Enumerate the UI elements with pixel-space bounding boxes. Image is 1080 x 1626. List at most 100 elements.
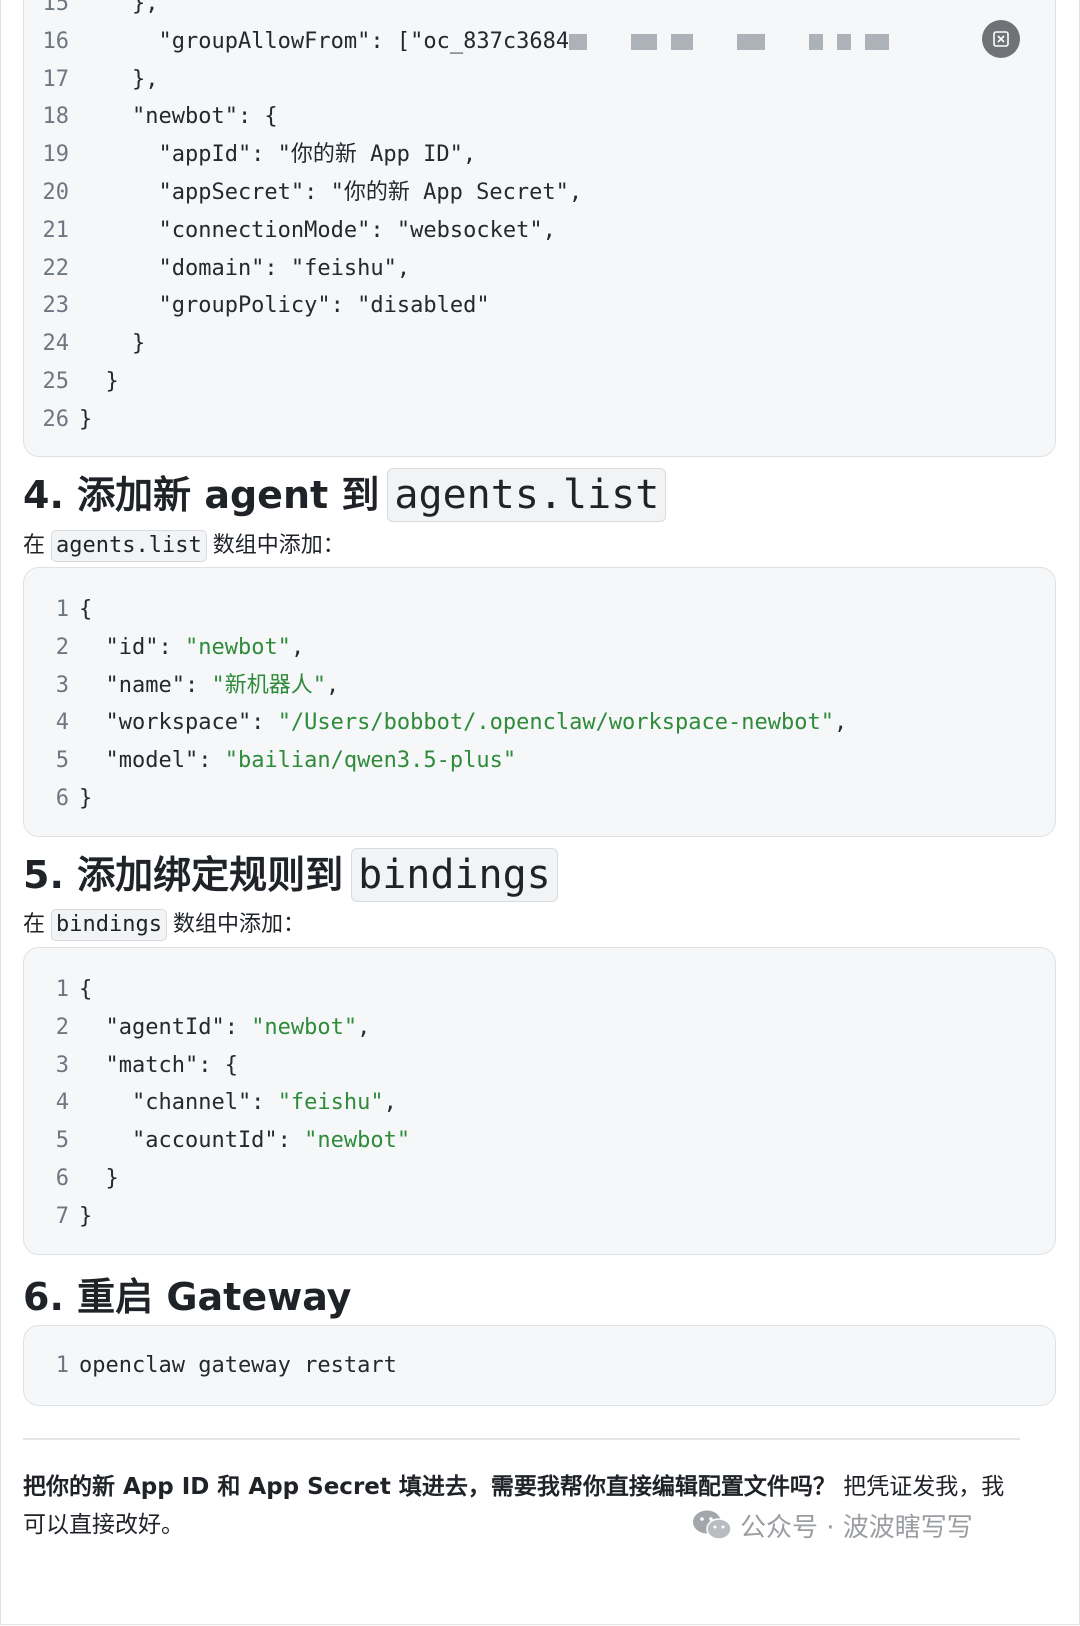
line-number: 5: [55, 748, 69, 774]
code-line: 6}: [24, 779, 93, 818]
section-4-heading-text: 4. 添加新 agent 到: [23, 473, 380, 517]
line-number: 24: [42, 331, 70, 357]
redacted-block: [865, 33, 890, 50]
code-string: "feishu": [277, 1090, 384, 1116]
code-text: }: [79, 331, 146, 357]
section-4-para-suffix: 数组中添加：: [212, 533, 345, 558]
code-punct: ,: [290, 634, 305, 660]
code-string: "newbot": [251, 1014, 358, 1040]
code-text: "appId": "你的新 App ID",: [79, 142, 477, 168]
code-text: "agentId":: [79, 1014, 252, 1040]
code-text: "workspace":: [79, 710, 278, 736]
code-line: 22 "domain": "feishu",: [24, 249, 411, 288]
code-text: }: [79, 786, 93, 811]
code-line: 21 "connectionMode": "websocket",: [24, 211, 556, 250]
line-number: 7: [55, 1203, 69, 1229]
line-number: 20: [42, 180, 70, 205]
code-line: 4 "channel": "feishu",: [24, 1083, 397, 1122]
line-number: 4: [55, 1090, 69, 1116]
redacted-block: [671, 33, 694, 50]
code-text: "model":: [79, 748, 225, 774]
code-text: }: [79, 1166, 119, 1191]
section-5-heading-code: bindings: [351, 848, 558, 902]
code-text: },: [79, 66, 159, 92]
code-text: "name":: [79, 672, 212, 698]
code-text: "connectionMode": "websocket",: [79, 217, 556, 243]
section-6-heading-text: 6. 重启 Gateway: [23, 1275, 352, 1319]
line-number: 18: [42, 104, 70, 130]
code-line: 7}: [24, 1197, 93, 1236]
line-number: 22: [42, 255, 70, 281]
code-line: 17 },: [24, 60, 159, 99]
footer-bold-text: 把你的新 App ID 和 App Secret 填进去，需要我帮你直接编辑配置…: [23, 1474, 836, 1500]
code-line: 5 "accountId": "newbot": [24, 1121, 410, 1160]
code-line: 2 "id": "newbot",: [24, 628, 304, 667]
code-line: 15 },: [24, 0, 159, 23]
redacted-block: [737, 33, 766, 50]
code-string: "newbot": [304, 1128, 411, 1154]
code-text: }: [79, 406, 93, 432]
code-line: 6 }: [24, 1159, 119, 1198]
code-line: 23 "groupPolicy": "disabled": [24, 286, 490, 325]
section-5-para-code: bindings: [51, 909, 167, 941]
line-number: 3: [55, 672, 69, 698]
code-text: "newbot": {: [79, 104, 278, 130]
code-text: "groupAllowFrom": ["oc_837c3684: [79, 28, 570, 54]
redacted-block: [631, 33, 658, 50]
section-5-para-suffix: 数组中添加：: [172, 912, 305, 937]
wechat-icon: [693, 1510, 732, 1540]
code-text: }: [79, 369, 119, 394]
code-line: 25 }: [24, 362, 119, 401]
code-punct: ,: [357, 1014, 371, 1040]
code-punct: ,: [383, 1090, 397, 1116]
section-5-heading-text: 5. 添加绑定规则到: [23, 853, 344, 897]
code-string: "/Users/bobbot/.openclaw/workspace-newbo…: [277, 710, 834, 736]
code-string: "bailian/qwen3.5-plus": [224, 748, 517, 774]
line-number: 2: [55, 634, 69, 660]
code-line: 19 "appId": "你的新 App ID",: [24, 135, 477, 174]
line-number: 5: [55, 1128, 69, 1154]
code-block-binding: 1{2 "agentId": "newbot",3 "match": {4 "c…: [23, 947, 1056, 1255]
code-punct: ,: [833, 710, 848, 736]
divider: [23, 1438, 1020, 1440]
code-text: "domain": "feishu",: [79, 255, 411, 281]
close-button[interactable]: [982, 20, 1020, 58]
section-4-para-code: agents.list: [51, 530, 207, 562]
code-text: "channel":: [79, 1090, 278, 1116]
code-line: 3 "match": {: [24, 1046, 238, 1085]
line-number: 1: [55, 977, 69, 1002]
code-text: openclaw gateway restart: [79, 1353, 397, 1378]
code-line: 24 }: [24, 324, 146, 363]
code-text: {: [79, 597, 93, 622]
code-line: 1{: [24, 970, 93, 1009]
line-number: 3: [55, 1052, 69, 1078]
code-string: "新机器人": [211, 672, 326, 698]
code-text: }: [79, 1203, 93, 1229]
code-text: "id":: [79, 634, 185, 660]
watermark-text: 公众号 · 波波瞎写写: [740, 1512, 973, 1543]
line-number: 21: [42, 217, 70, 243]
line-number: 6: [55, 786, 69, 811]
line-number: 16: [42, 28, 70, 54]
code-line: 2 "agentId": "newbot",: [24, 1008, 371, 1047]
line-number: 15: [42, 0, 70, 16]
code-line: 18 "newbot": {: [24, 97, 278, 136]
section-4-para-prefix: 在: [23, 533, 46, 558]
code-line: 26}: [24, 400, 93, 439]
section-5-para-prefix: 在: [23, 912, 46, 937]
section-4-heading-code: agents.list: [387, 468, 667, 522]
line-number: 4: [55, 710, 69, 736]
line-number: 6: [55, 1166, 69, 1191]
redacted-block: [837, 33, 852, 50]
line-number: 17: [42, 66, 70, 92]
code-block-agent: 1{2 "id": "newbot", 3 "name": "新机器人", 4 "w…: [23, 567, 1056, 837]
code-line: 20 "appSecret": "你的新 App Secret",: [24, 173, 583, 212]
code-line: 1{: [24, 590, 93, 629]
code-text: },: [79, 0, 159, 16]
code-line: 16 "groupAllowFrom": ["oc_837c3684: [24, 22, 903, 61]
